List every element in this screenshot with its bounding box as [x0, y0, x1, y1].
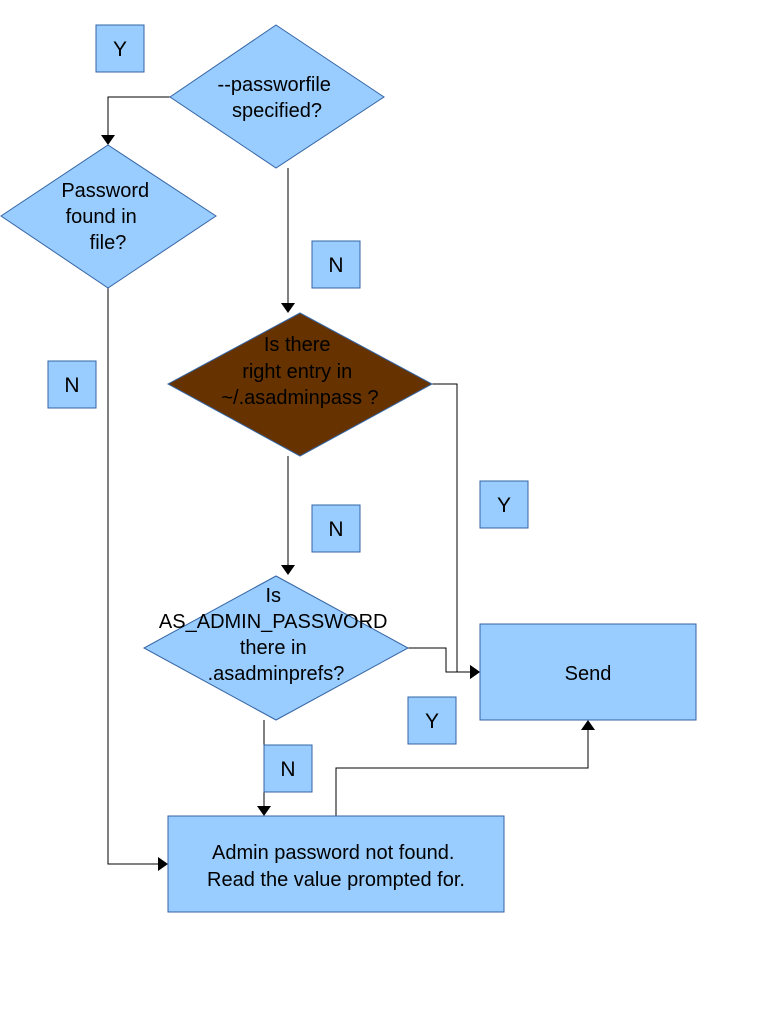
- passwordfile-decision-label: --passworfile specified?: [218, 74, 337, 122]
- passwordfile-label-line-1: --passworfile: [218, 74, 331, 96]
- asadminpass-label-line-3: ~/.asadminpass ?: [221, 387, 378, 409]
- passwordfile-decision: --passworfile specified?: [169, 24, 385, 169]
- asadminprefs-decision: Is AS_ADMIN_PASSWORD there in .asadminpr…: [142, 575, 410, 721]
- tag-y-passwordfile: Y: [95, 24, 145, 73]
- connector-asadminpass-yes-to-send: [432, 383, 480, 679]
- send-label-line-1: Send: [565, 663, 612, 685]
- asadminprefs-label-line-3: there in: [240, 637, 307, 659]
- password-found-label-line-2: found in: [66, 206, 137, 228]
- password-found-decision: Password found in file?: [0, 144, 217, 289]
- tag-n-passwordfile-label: N: [328, 254, 343, 277]
- passwordfile-label-line-2: specified?: [232, 100, 322, 122]
- asadminprefs-label-line-4: .asadminprefs?: [208, 663, 345, 685]
- tag-n-passwordfile: N: [311, 240, 361, 289]
- tag-y-asadminpass: Y: [479, 480, 529, 529]
- tag-n-password-found: N: [47, 360, 97, 409]
- prompt-label-line-2: Read the value prompted for.: [207, 869, 465, 891]
- password-found-label-line-3: file?: [90, 232, 127, 254]
- prompt-box-label: Admin password not found. Read the value…: [207, 842, 465, 891]
- asadminpass-decision-label: Is there right entry in ~/.asadminpass ?: [221, 334, 378, 409]
- tag-y-asadminprefs-label: Y: [425, 710, 439, 733]
- tag-y-asadminprefs: Y: [407, 696, 457, 745]
- tag-y-asadminpass-label: Y: [497, 494, 511, 517]
- asadminprefs-label-line-1: Is: [265, 585, 281, 607]
- password-found-decision-label: Password found in file?: [61, 180, 154, 254]
- connector-passwordfile-yes-to-password-found: [101, 96, 170, 145]
- tag-n-asadminpass: N: [311, 504, 361, 553]
- connector-asadminprefs-yes-to-send: [408, 647, 480, 679]
- tag-n-password-found-label: N: [64, 374, 79, 397]
- asadminpass-label-line-1: Is there: [264, 334, 331, 356]
- prompt-label-line-1: Admin password not found.: [212, 842, 454, 864]
- send-box: Send: [479, 623, 697, 721]
- tag-n-asadminpass-label: N: [328, 518, 343, 541]
- connector-password-found-no-to-prompt: [107, 288, 168, 871]
- connector-prompt-to-send: [335, 720, 595, 816]
- asadminpass-label-line-2: right entry in: [242, 361, 352, 383]
- password-found-label-line-1: Password: [61, 180, 149, 202]
- prompt-box: Admin password not found. Read the value…: [167, 815, 505, 913]
- send-box-label: Send: [565, 663, 612, 685]
- asadminprefs-decision-label: Is AS_ADMIN_PASSWORD there in .asadminpr…: [159, 585, 393, 685]
- asadminpass-decision: Is there right entry in ~/.asadminpass ?: [166, 312, 434, 457]
- tag-n-asadminprefs-label: N: [280, 758, 295, 781]
- asadminprefs-label-line-2: AS_ADMIN_PASSWORD: [159, 611, 388, 633]
- tag-y-passwordfile-label: Y: [113, 38, 127, 61]
- tag-n-asadminprefs: N: [263, 744, 313, 793]
